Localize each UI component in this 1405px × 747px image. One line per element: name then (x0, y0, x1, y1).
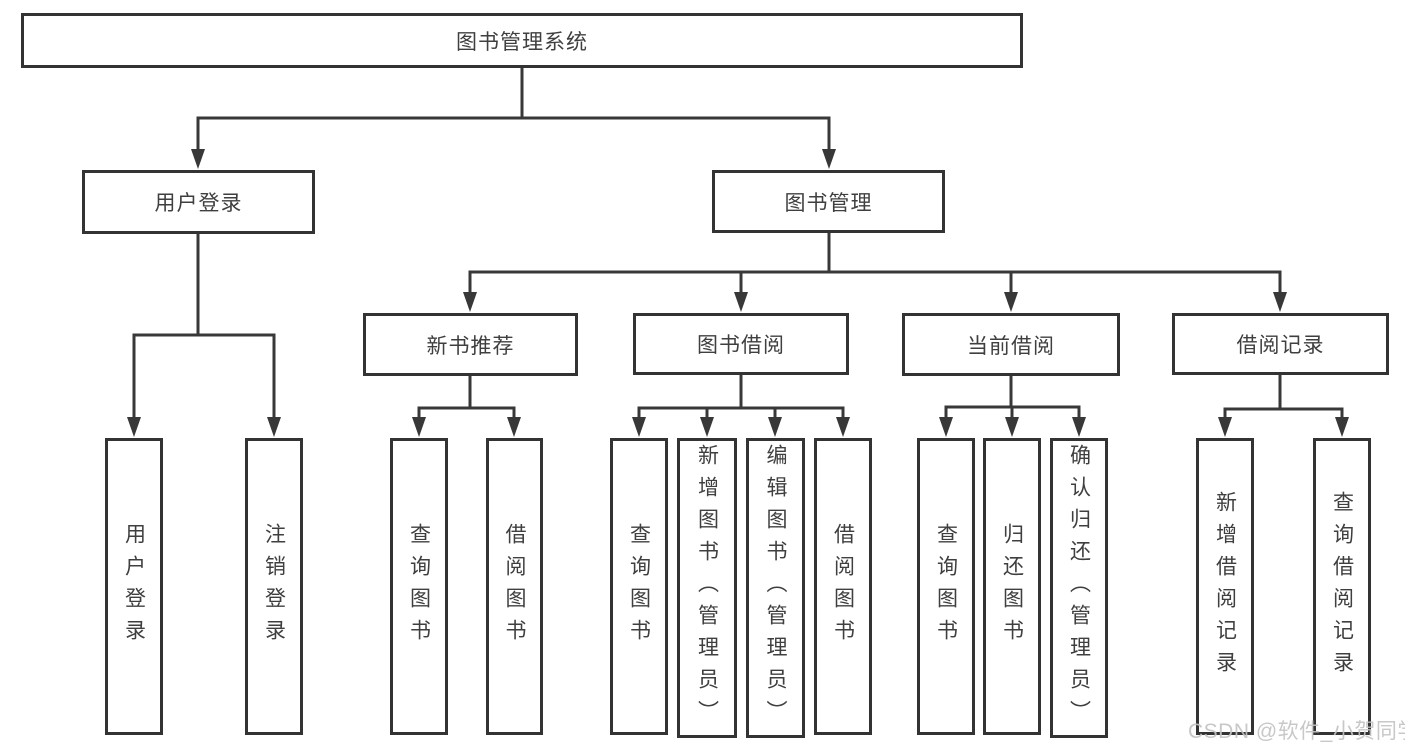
node-user-login-branch: 用户登录 (82, 170, 315, 234)
node-leaf-borrow-books-recommend: 借阅图书 (486, 438, 543, 735)
node-book-borrowing: 图书借阅 (633, 313, 849, 375)
node-leaf-query-borrow-record: 查询借阅记录 (1313, 438, 1371, 735)
node-leaf-return-books: 归还图书 (983, 438, 1041, 735)
node-library-management-system: 图书管理系统 (21, 13, 1023, 68)
node-leaf-add-borrow-record: 新增借阅记录 (1196, 438, 1254, 735)
node-leaf-logout: 注销登录 (245, 438, 303, 735)
node-leaf-confirm-return-admin: 确认归还（管理员） (1050, 438, 1108, 738)
node-new-book-recommendation: 新书推荐 (363, 313, 578, 376)
node-leaf-query-books-current: 查询图书 (917, 438, 975, 735)
node-leaf-user-login: 用户登录 (105, 438, 163, 735)
node-current-borrowing: 当前借阅 (902, 313, 1120, 376)
node-leaf-query-books-borrowing: 查询图书 (610, 438, 668, 735)
node-leaf-query-books-recommend: 查询图书 (390, 438, 448, 735)
watermark: CSDN @软件_小贺同学 (1188, 720, 1405, 743)
node-leaf-add-books-admin: 新增图书（管理员） (677, 438, 737, 738)
node-leaf-edit-books-admin: 编辑图书（管理员） (746, 438, 805, 738)
node-borrowing-records: 借阅记录 (1172, 313, 1389, 375)
node-leaf-borrow-books: 借阅图书 (814, 438, 872, 735)
node-book-management-branch: 图书管理 (712, 170, 945, 233)
